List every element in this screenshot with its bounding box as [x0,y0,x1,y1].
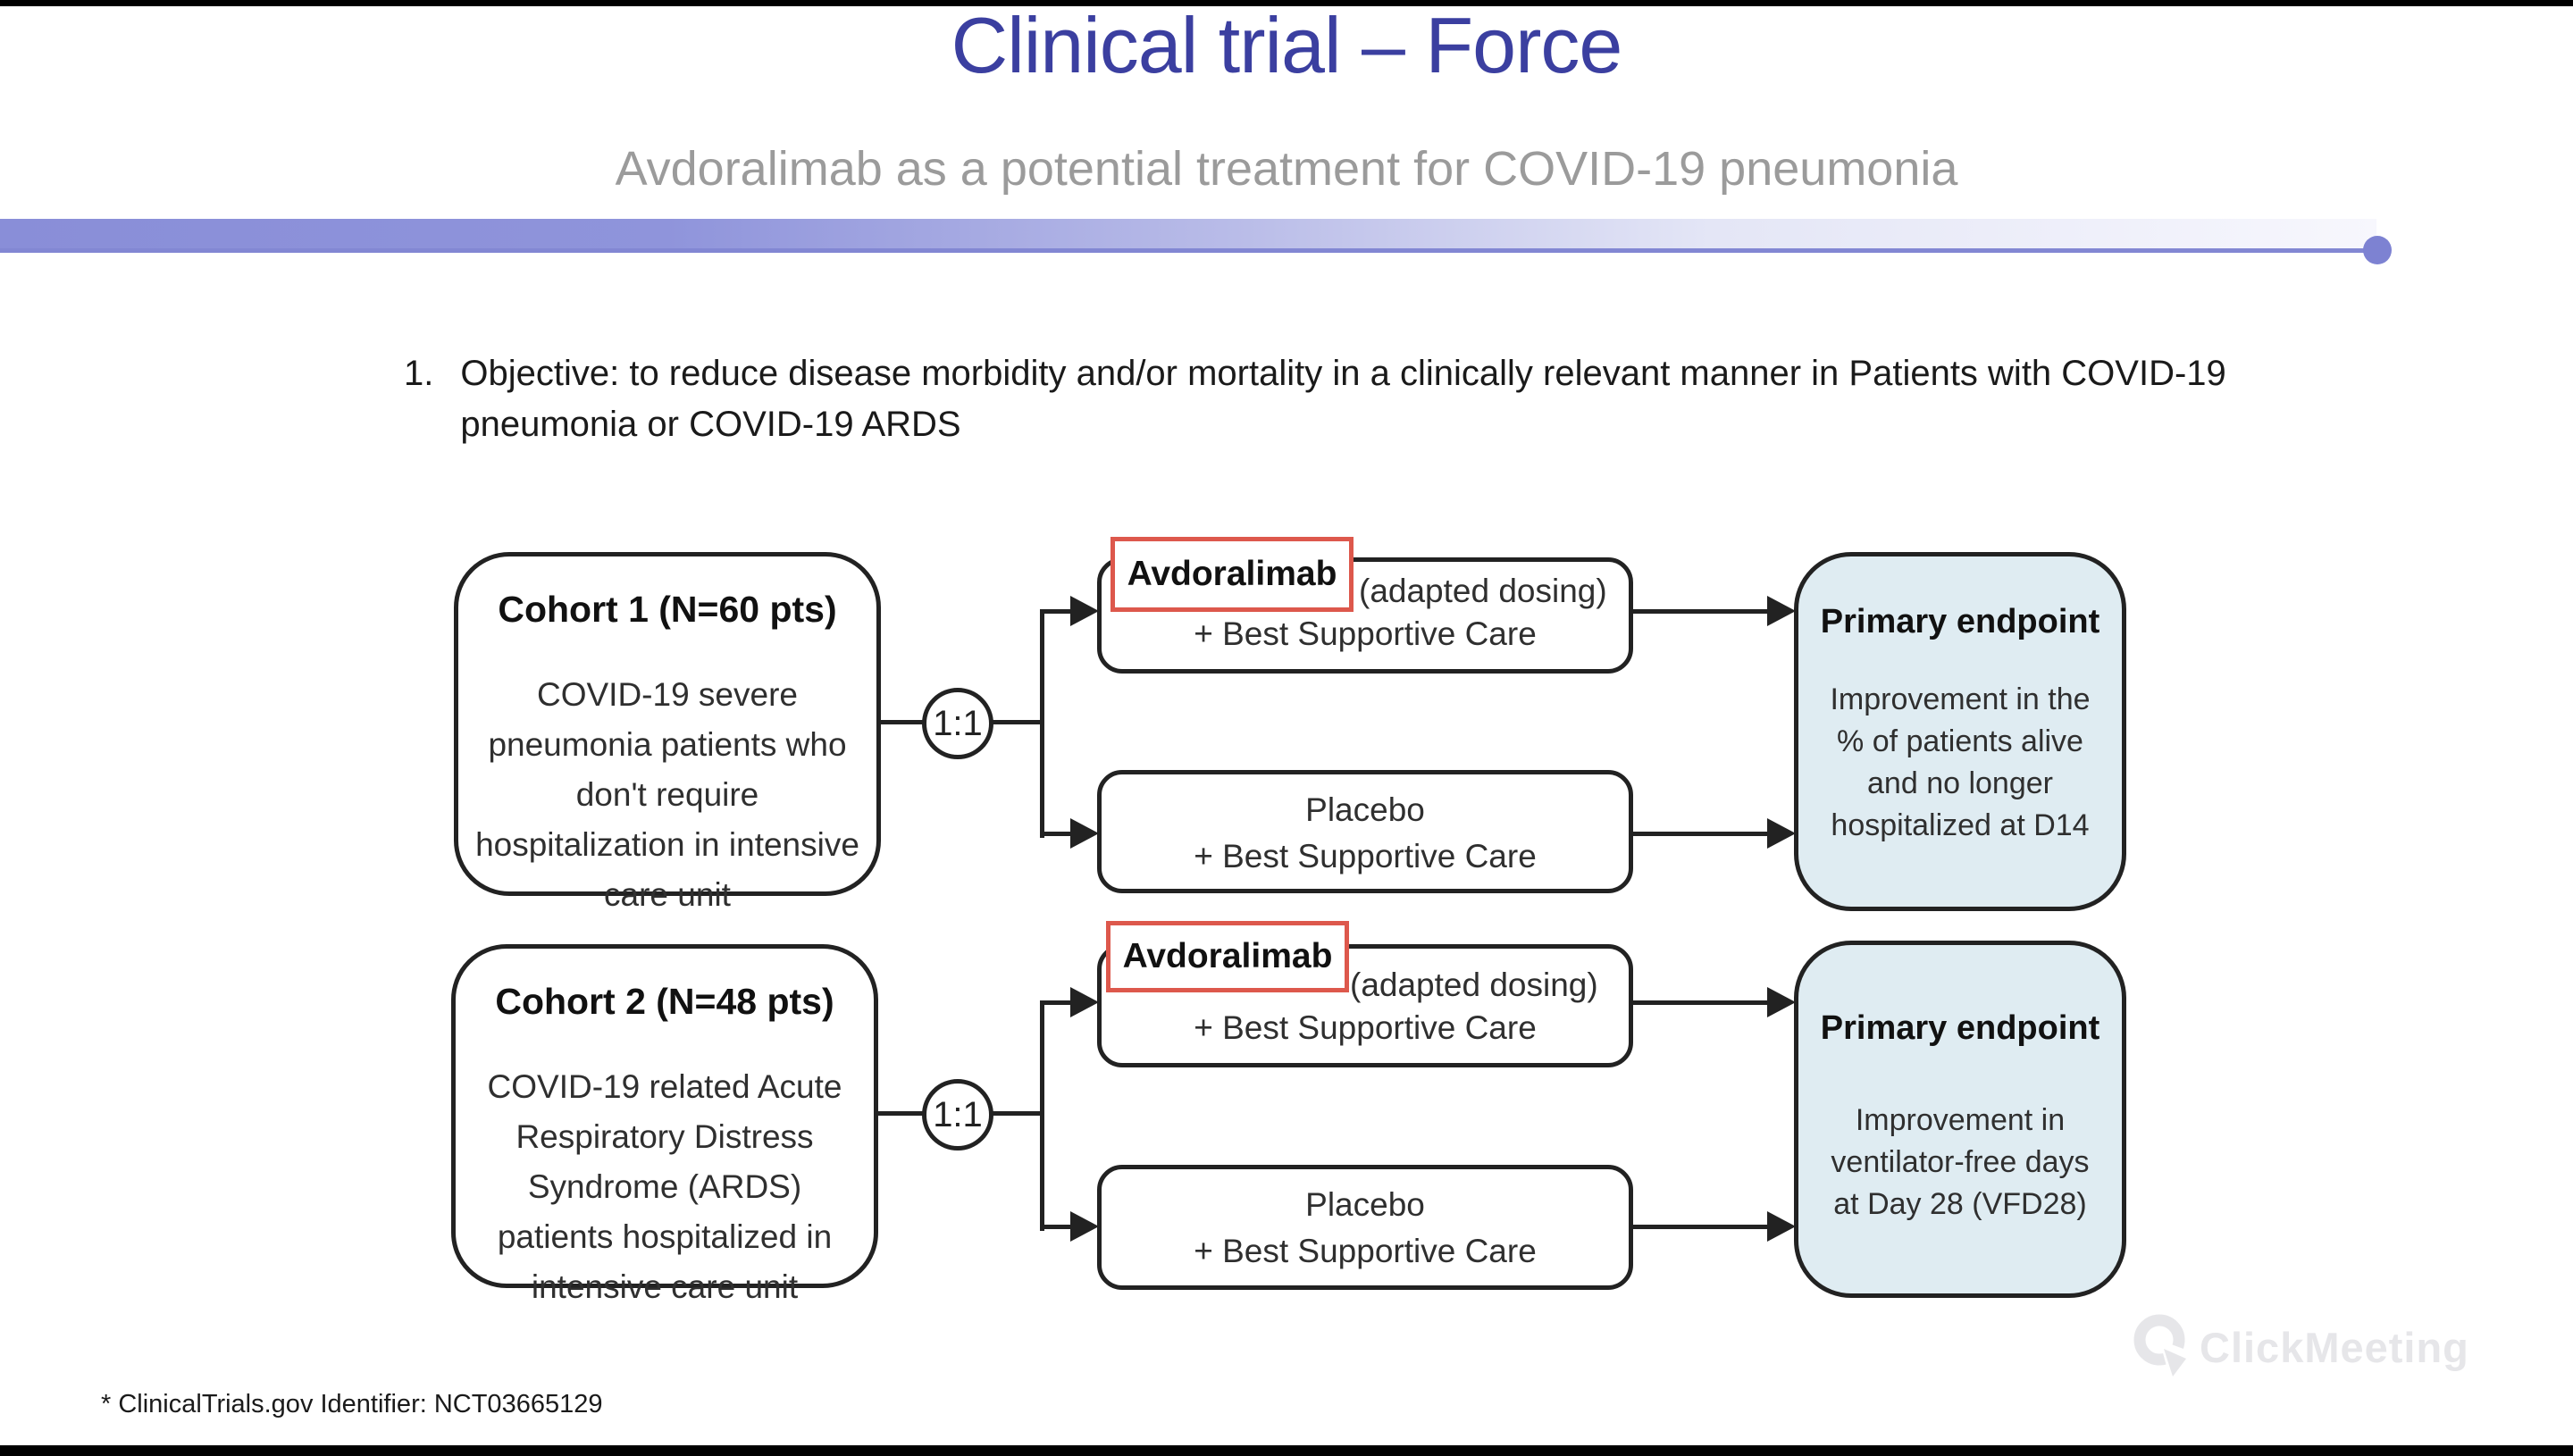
arm-placebo-box-2: Placebo + Best Supportive Care [1097,1165,1633,1290]
connector-line [1633,832,1769,836]
connector-line [1040,1000,1044,1231]
watermark: ClickMeeting [2132,1313,2469,1381]
placebo-care-2: + Best Supportive Care [1194,1233,1537,1269]
connector-line [1040,832,1072,836]
connector-line [1040,1000,1072,1005]
accent-dot [2363,236,2392,264]
letterbox-top [0,0,2573,6]
connector-line [1040,609,1072,614]
clickmeeting-logo-icon [2133,1314,2191,1379]
connector-line [878,1111,924,1116]
connector-line [992,1111,1043,1116]
accent-underline [0,248,2376,253]
arrowhead-icon [1767,596,1796,626]
primary-endpoint-box-2: Primary endpoint Improvement in ventilat… [1794,941,2126,1298]
objective-text: 1. Objective: to reduce disease morbidit… [404,348,2298,450]
letterbox-bottom [0,1445,2573,1456]
slide-subtitle: Avdoralimab as a potential treatment for… [615,142,1958,196]
arrowhead-icon [1070,818,1099,849]
arm-drug-dosing-2: (adapted dosing) [1350,966,1598,1003]
cohort2-body: COVID-19 related Acute Respiratory Distr… [487,1068,842,1305]
placebo-label-1: Placebo [1305,791,1425,828]
arrowhead-icon [1070,596,1099,626]
connector-line [1040,609,1044,838]
slide-title: Clinical trial – Force [951,1,1623,89]
arm-drug-box-2: (adapted dosing) + Best Supportive Care [1097,944,1633,1067]
connector-line [1040,1225,1072,1229]
connector-line [1633,1000,1769,1005]
arm-drug-care-1: + Best Supportive Care [1194,615,1537,652]
randomization-circle-2: 1:1 [922,1079,993,1151]
arrowhead-icon [1767,1211,1796,1242]
accent-bar [0,219,2392,264]
objective-body: Objective: to reduce disease morbidity a… [460,354,2226,444]
arm-drug-dosing-1: (adapted dosing) [1359,573,1607,609]
endpoint2-body: Improvement in ventilator-free days at D… [1831,1103,2090,1221]
avdoralimab-label-1: Avdoralimab [1127,555,1337,593]
cohort2-title: Cohort 2 (N=48 pts) [495,981,834,1022]
placebo-care-1: + Best Supportive Care [1194,838,1537,874]
cohort1-title: Cohort 1 (N=60 pts) [498,589,837,630]
randomization-ratio-1: 1:1 [933,703,983,743]
connector-line [1633,609,1769,614]
avdoralimab-label-2: Avdoralimab [1122,937,1333,975]
watermark-label: ClickMeeting [2200,1323,2469,1371]
connector-line [880,720,924,724]
cohort1-body: COVID-19 severe pneumonia patients who d… [475,676,859,913]
arrowhead-icon [1070,1211,1099,1242]
avdoralimab-highlight-1: Avdoralimab [1110,537,1354,612]
arrowhead-icon [1070,987,1099,1017]
endpoint1-body: Improvement in the % of patients alive a… [1830,682,2091,842]
arrowhead-icon [1767,818,1796,849]
connector-line [1633,1225,1769,1229]
arm-drug-care-2: + Best Supportive Care [1194,1009,1537,1046]
endpoint1-title: Primary endpoint [1820,603,2100,640]
randomization-ratio-2: 1:1 [933,1094,983,1134]
randomization-circle-1: 1:1 [922,688,993,759]
cohort2-box: Cohort 2 (N=48 pts) COVID-19 related Acu… [451,944,878,1305]
primary-endpoint-box-1: Primary endpoint Improvement in the % of… [1794,552,2126,911]
objective-number: 1. [404,354,434,393]
arm-placebo-box-1: Placebo + Best Supportive Care [1097,770,1633,893]
footnote: * ClinicalTrials.gov Identifier: NCT0366… [101,1390,603,1418]
cohort1-box: Cohort 1 (N=60 pts) COVID-19 severe pneu… [454,552,881,913]
placebo-label-2: Placebo [1305,1186,1425,1223]
connector-line [992,720,1043,724]
avdoralimab-highlight-2: Avdoralimab [1106,921,1349,992]
arrowhead-icon [1767,987,1796,1017]
endpoint2-title: Primary endpoint [1820,1009,2100,1047]
